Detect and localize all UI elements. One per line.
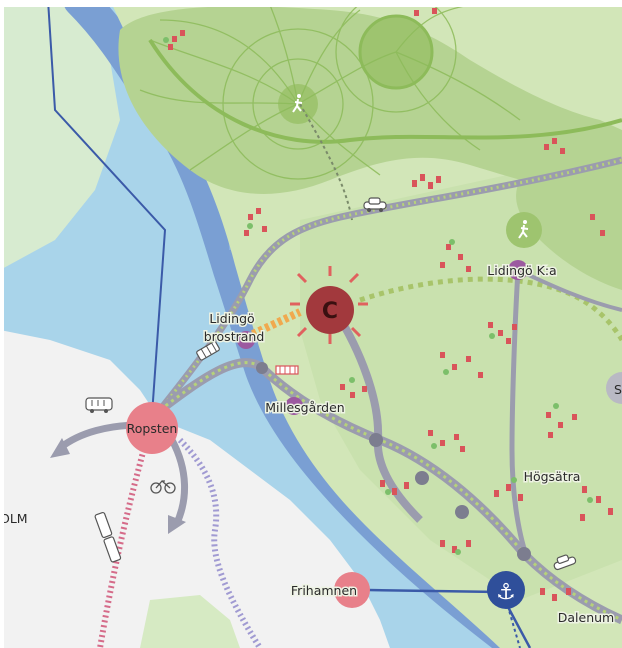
centre-sunburst	[290, 266, 368, 344]
ferry-anchor-badge[interactable]	[487, 571, 525, 609]
nature-reserve-east	[516, 150, 622, 290]
car-icon	[363, 197, 387, 212]
tram-icon	[196, 341, 220, 361]
map-frame-left	[0, 0, 4, 648]
rail-red-dashed	[97, 444, 148, 648]
trail-north	[299, 103, 353, 221]
label-olm-partial: OLM	[0, 511, 28, 526]
forest-pattern	[139, 0, 521, 180]
meadow	[300, 150, 622, 600]
station-frihamnen[interactable]	[334, 572, 370, 608]
label-lidingo-brostrand-1: Lidingö	[209, 311, 254, 326]
label-lidingo-brostrand-2: brostrand	[204, 329, 265, 344]
label-dalenum: Dalenum	[558, 610, 614, 625]
tree-clusters	[163, 37, 593, 555]
bicycle-icon	[150, 480, 176, 494]
label-millesgarden: Millesgården	[265, 400, 344, 415]
main-road	[157, 156, 622, 413]
boundary-line	[47, 0, 167, 416]
tram-line-dots	[159, 361, 622, 622]
hiker-icon-east	[518, 220, 529, 239]
cycle-path-dashed	[177, 437, 263, 648]
trail-green	[359, 276, 622, 342]
cycle-arrow-south	[168, 438, 188, 527]
forest-boundary-curve	[148, 38, 622, 144]
centre-letter: C	[322, 299, 338, 324]
road-kyrka-south	[509, 269, 531, 561]
tram-stops	[256, 362, 531, 561]
mainland-north	[0, 0, 120, 270]
label-hogsatra: Högsätra	[524, 469, 581, 484]
station-ropsten[interactable]	[126, 402, 178, 454]
label-s-partial: S	[614, 382, 622, 397]
station-millesgarden[interactable]	[285, 397, 303, 415]
housing-clusters	[168, 8, 613, 601]
bus-icon	[85, 397, 113, 413]
station-lidingo-brostrand[interactable]	[237, 331, 255, 349]
car-icon-east	[553, 554, 577, 571]
centre-marker[interactable]	[306, 286, 354, 334]
map-frame-top	[0, 0, 622, 7]
arrowhead-west-icon	[50, 438, 70, 458]
label-frihamnen: Frihamnen	[291, 583, 357, 598]
train-icon	[94, 511, 122, 563]
anchor-icon: ⚓	[496, 580, 516, 605]
green-patch	[140, 595, 240, 648]
nature-reserve-north	[118, 6, 622, 194]
arrowhead-south-icon	[168, 515, 186, 534]
hiker-icon	[292, 94, 303, 113]
label-lidingo-kyrka: Lidingö K:a	[487, 263, 556, 278]
station-s-partial[interactable]	[606, 372, 622, 404]
station-lidingo-kyrka[interactable]	[508, 260, 528, 280]
label-ropsten: Ropsten	[127, 421, 178, 436]
bench-icon	[275, 365, 299, 375]
